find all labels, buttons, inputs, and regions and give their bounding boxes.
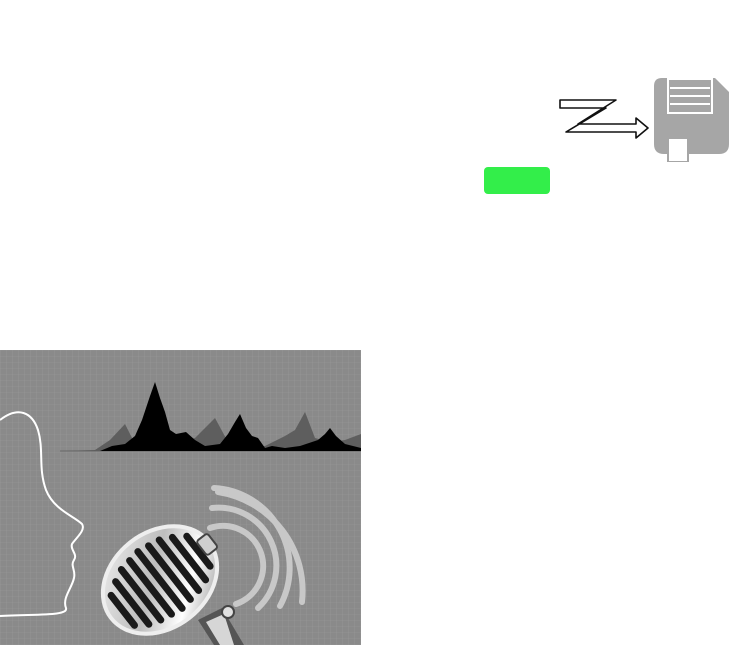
voice-recording-illustration bbox=[0, 350, 361, 645]
waveform-dark bbox=[100, 382, 361, 451]
zigzag-arrow-icon bbox=[559, 99, 649, 139]
microphone-icon bbox=[100, 524, 244, 645]
face-silhouette bbox=[0, 411, 84, 617]
floppy-disk-save-icon[interactable] bbox=[654, 78, 729, 162]
waveform-gray bbox=[60, 412, 361, 451]
green-action-button[interactable] bbox=[484, 167, 550, 194]
floppy-disk-shutter bbox=[667, 137, 689, 162]
sound-waves bbox=[207, 485, 306, 611]
